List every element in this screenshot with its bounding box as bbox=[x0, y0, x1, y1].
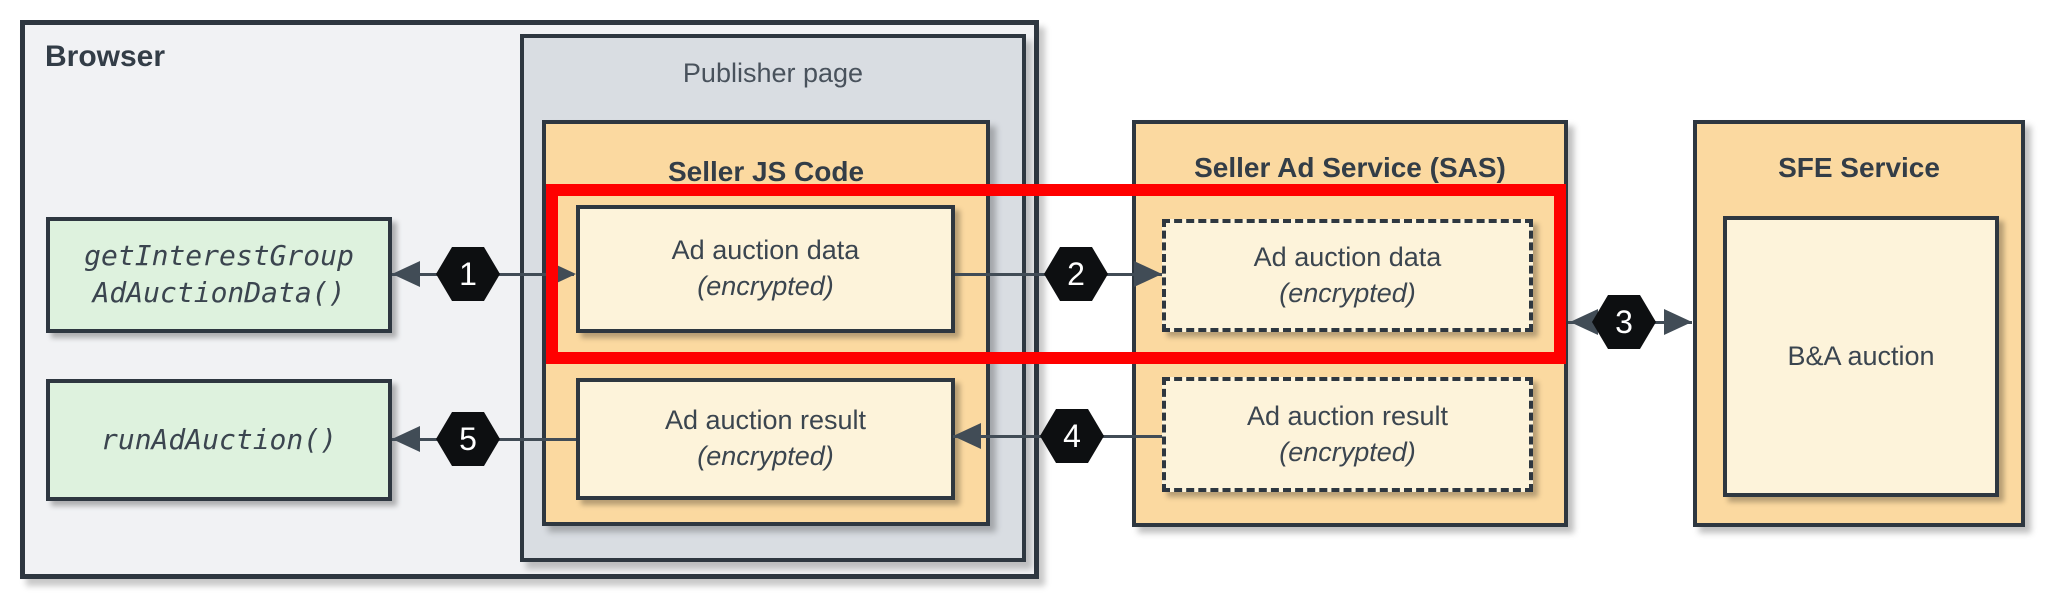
seller-ad-service-label: Seller Ad Service (SAS) bbox=[1194, 152, 1506, 183]
get-interest-group-ad-auction-data-node: getInterestGroup AdAuctionData() bbox=[46, 217, 392, 333]
sas-ad-auction-data-line1: Ad auction data bbox=[1253, 241, 1442, 272]
run-ad-auction-node: runAdAuction() bbox=[46, 379, 392, 501]
ba-auction-node: B&A auction bbox=[1723, 216, 1999, 497]
step-5-number: 5 bbox=[459, 420, 477, 457]
ba-auction-label: B&A auction bbox=[1787, 340, 1935, 371]
js-ad-auction-result-node: Ad auction result (encrypted) bbox=[576, 378, 955, 500]
step-4-number: 4 bbox=[1063, 417, 1081, 454]
get-interest-group-line1: getInterestGroup bbox=[84, 239, 354, 273]
sas-ad-auction-result-line1: Ad auction result bbox=[1246, 400, 1449, 431]
sas-ad-auction-result-node: Ad auction result (encrypted) bbox=[1162, 377, 1533, 492]
sas-ad-auction-result-line2: (encrypted) bbox=[1279, 436, 1416, 467]
step-2-number: 2 bbox=[1067, 255, 1085, 292]
browser-label: Browser bbox=[45, 40, 166, 73]
js-ad-auction-result-line2: (encrypted) bbox=[697, 441, 834, 471]
js-ad-auction-data-line2: (encrypted) bbox=[697, 271, 834, 301]
js-ad-auction-data-node: Ad auction data (encrypted) bbox=[576, 205, 955, 333]
sfe-service-label: SFE Service bbox=[1778, 152, 1940, 183]
step-3-badge: 3 bbox=[1592, 295, 1656, 349]
get-interest-group-line2: AdAuctionData() bbox=[92, 276, 346, 309]
red-highlight-rectangle bbox=[546, 184, 1566, 364]
js-ad-auction-result-line1: Ad auction result bbox=[664, 405, 867, 436]
step-4-badge: 4 bbox=[1040, 409, 1104, 463]
sas-ad-auction-data-node: Ad auction data (encrypted) bbox=[1162, 219, 1533, 332]
run-ad-auction-label: runAdAuction() bbox=[100, 422, 337, 456]
sas-ad-auction-data-line2: (encrypted) bbox=[1279, 277, 1416, 308]
seller-js-code-label: Seller JS Code bbox=[667, 156, 865, 187]
arrow-3-right-arrowhead-icon bbox=[1664, 309, 1692, 335]
step-3-number: 3 bbox=[1615, 303, 1633, 340]
publisher-page-label: Publisher page bbox=[682, 58, 864, 88]
step-1-number: 1 bbox=[459, 255, 477, 292]
js-ad-auction-data-line1: Ad auction data bbox=[671, 235, 860, 266]
